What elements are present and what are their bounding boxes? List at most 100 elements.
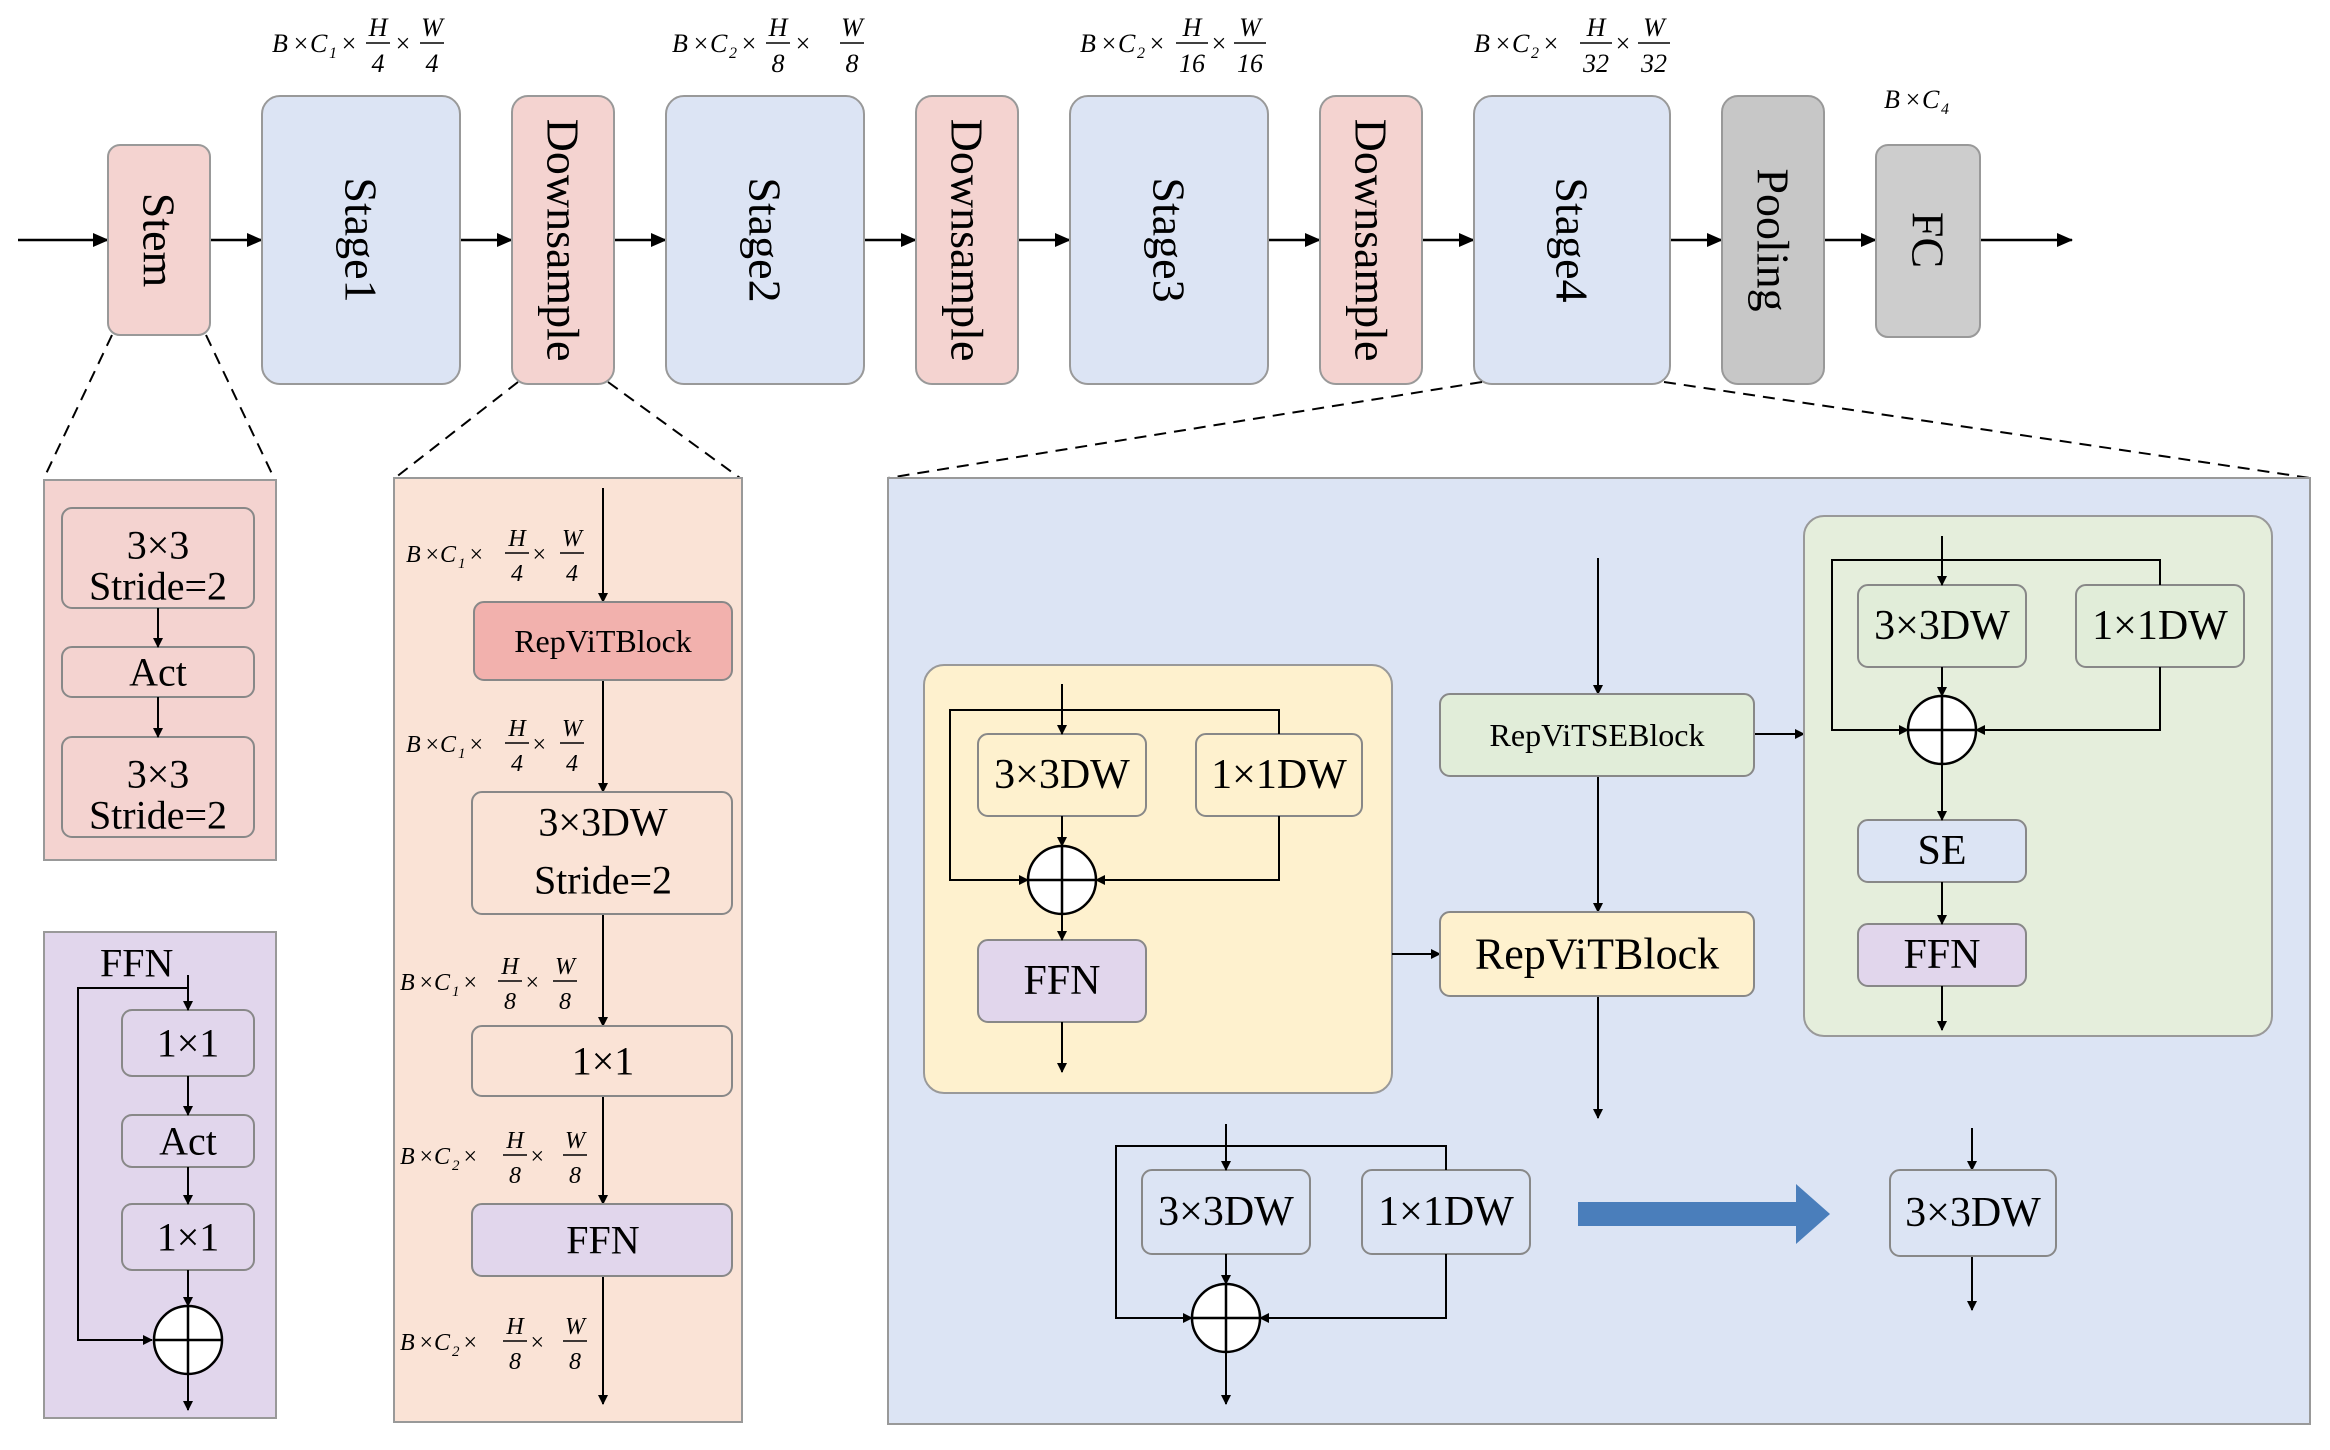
shape4-times-c: × xyxy=(1614,29,1632,58)
downsample2-block xyxy=(915,95,1019,385)
shape-stage4: B × C 2 × H 32 × W 32 xyxy=(1474,13,1670,78)
ds-ffn-box xyxy=(471,1203,733,1277)
pooling-label: Pooling xyxy=(1748,168,1799,311)
shape2-b: B xyxy=(672,29,688,58)
stage2-label: Stage2 xyxy=(740,177,791,302)
ds-shape4-sub: 2 xyxy=(452,1158,460,1174)
ds-pw-box xyxy=(471,1025,733,1097)
shape3-times-a: × xyxy=(1100,29,1118,58)
ds-dw-box xyxy=(471,791,733,915)
ds-shape2-times-c: × xyxy=(531,732,547,758)
ds-shape4-h: H xyxy=(505,1128,525,1154)
shape3-hd: 16 xyxy=(1179,49,1205,78)
shapefc-times: × xyxy=(1904,85,1922,114)
repvit-box xyxy=(1439,911,1755,997)
ds-shape4-times-a: × xyxy=(418,1144,434,1170)
stem-act-label: Act xyxy=(129,650,187,695)
g-dw3-label: 3×3DW xyxy=(1874,603,2010,649)
shape4-b: B xyxy=(1474,29,1490,58)
stem-conv2-line1: 3×3 xyxy=(127,752,190,797)
shape2-times-b: × xyxy=(740,29,758,58)
ds-shape2-b: B xyxy=(406,732,421,758)
shape1-wd: 4 xyxy=(426,49,439,78)
downsample1-block xyxy=(511,95,615,385)
shape2-c: C xyxy=(710,29,728,58)
shape4-w: W xyxy=(1643,13,1667,42)
shape2-w: W xyxy=(841,13,865,42)
ds-shape1-h: H xyxy=(507,526,527,552)
stage4-block xyxy=(1473,95,1671,385)
ds-shape3-w: W xyxy=(555,954,577,980)
ds-shape2-times-a: × xyxy=(424,732,440,758)
ds-shape2: B × C 1 × H 4 × W 4 xyxy=(406,716,584,777)
bottom-add-icon xyxy=(1190,1282,1262,1354)
b-dw3-label: 3×3DW xyxy=(1158,1189,1294,1235)
shapefc-c: C xyxy=(1922,85,1940,114)
shape3-w: W xyxy=(1239,13,1263,42)
shape1-b: B xyxy=(272,29,288,58)
ffn-arrows xyxy=(77,975,193,1411)
ds-shape5-hd: 8 xyxy=(509,1349,521,1375)
ds-shape2-times-b: × xyxy=(468,732,484,758)
downsample3-block xyxy=(1319,95,1423,385)
ds-shape3-times-a: × xyxy=(418,970,434,996)
ds-ffn-label: FFN xyxy=(566,1218,639,1263)
ds-shape3-h: H xyxy=(500,954,520,980)
shapefc-sub: 4 xyxy=(1941,101,1949,118)
y-dw3-label: 3×3DW xyxy=(994,752,1130,798)
g-dw1-label: 1×1DW xyxy=(2092,603,2228,649)
ds-shape2-c: C xyxy=(440,732,457,758)
stem-conv1-line1: 3×3 xyxy=(127,523,190,568)
ds-repvit-label: RepViTBlock xyxy=(514,623,692,659)
shape1-times-b: × xyxy=(340,29,358,58)
ds-shape2-wd: 4 xyxy=(566,751,578,777)
ffn-conv1-label: 1×1 xyxy=(157,1021,220,1066)
ds-shape3-b: B xyxy=(400,970,415,996)
shape4-h: H xyxy=(1586,13,1607,42)
shapefc-b: B xyxy=(1884,85,1900,114)
downsample1-label: Downsample xyxy=(538,119,589,362)
shape4-times-a: × xyxy=(1494,29,1512,58)
shape3-times-c: × xyxy=(1210,29,1228,58)
g-se-label: SE xyxy=(1917,828,1966,874)
ds-shape3-times-b: × xyxy=(462,970,478,996)
stage1-block xyxy=(261,95,461,385)
shape1-hd: 4 xyxy=(372,49,385,78)
shape2-hd: 8 xyxy=(772,49,785,78)
bottom-arrows xyxy=(1115,1124,1977,1405)
shape2-times-c: × xyxy=(794,29,812,58)
ds-dw-line1: 3×3DW xyxy=(538,800,667,845)
ds-shape5-times-b: × xyxy=(462,1330,478,1356)
stage1-label: Stage1 xyxy=(336,177,387,302)
ds-shape2-sub: 1 xyxy=(458,746,466,762)
ds-dw-line2: Stride=2 xyxy=(534,858,672,903)
ds-shape2-h: H xyxy=(507,716,527,742)
stage3-label: Stage3 xyxy=(1144,177,1195,302)
stage3-block xyxy=(1069,95,1269,385)
ds-shape1-b: B xyxy=(406,542,421,568)
shape2-sub: 2 xyxy=(729,45,737,62)
shape2-wd: 8 xyxy=(846,49,859,78)
shape4-hd: 32 xyxy=(1582,49,1609,78)
shape1-times-c: × xyxy=(394,29,412,58)
ds-shape1-w: W xyxy=(562,526,584,552)
shape-stage1: B × C 1 × H 4 × W 4 xyxy=(272,13,445,78)
downsample3-label: Downsample xyxy=(1346,119,1397,362)
shape2-times-a: × xyxy=(692,29,710,58)
shape4-sub: 2 xyxy=(1531,45,1539,62)
green-add-icon xyxy=(1906,694,1978,766)
repvit-label: RepViTBlock xyxy=(1475,930,1719,979)
shape3-b: B xyxy=(1080,29,1096,58)
shape-fc: B × C 4 xyxy=(1884,85,1949,118)
ds-repvit-box xyxy=(473,601,733,681)
ds-shape5-times-c: × xyxy=(529,1330,545,1356)
ds-shape4-wd: 8 xyxy=(569,1163,581,1189)
ffn-add-icon xyxy=(152,1304,224,1376)
ds-pw-label: 1×1 xyxy=(572,1039,635,1084)
ds-shape5-b: B xyxy=(400,1330,415,1356)
shape4-times-b: × xyxy=(1542,29,1560,58)
stem-conv2-line2: Stride=2 xyxy=(89,793,227,838)
ds-shape1-times-b: × xyxy=(468,542,484,568)
ds-shape3-sub: 1 xyxy=(452,984,460,1000)
ds-shape4: B × C 2 × H 8 × W 8 xyxy=(400,1128,587,1189)
